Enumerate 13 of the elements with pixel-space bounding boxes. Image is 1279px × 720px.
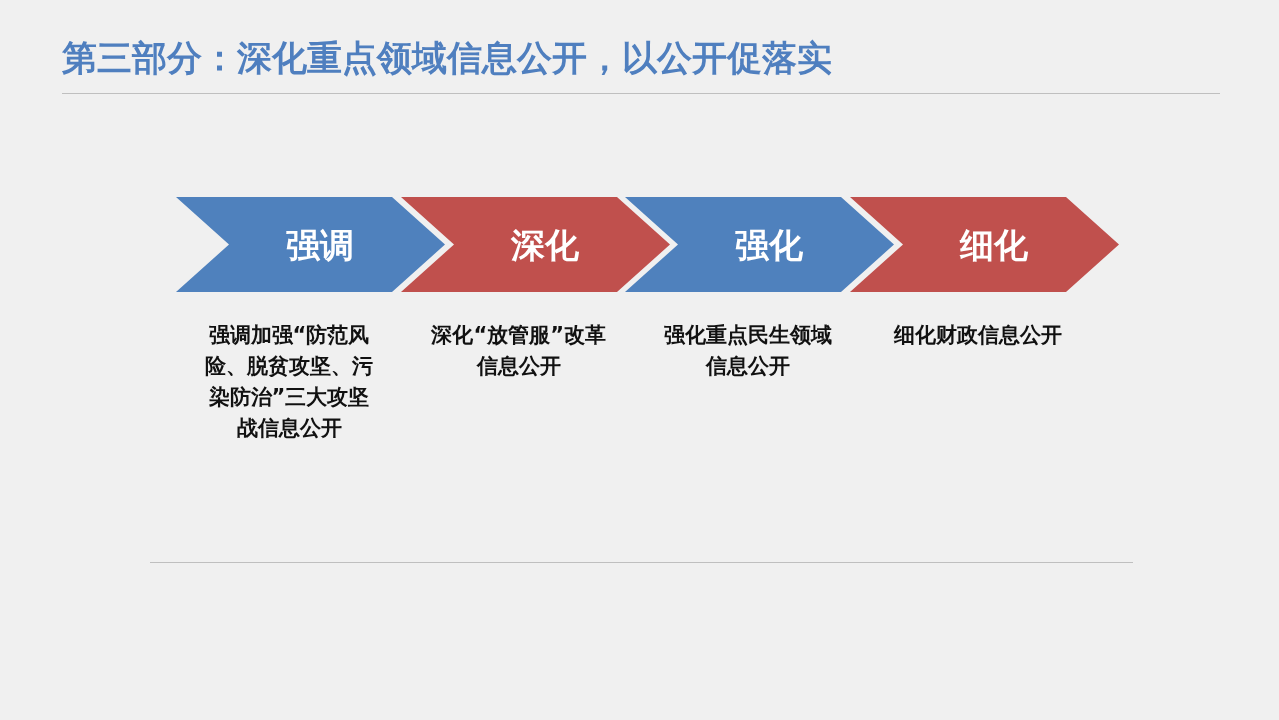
step-label: 强调 [286, 224, 354, 265]
step-description: 深化“放管服”改革信息公开 [430, 322, 607, 380]
step-description: 强调加强“防范风险、脱贫攻坚、污染防治”三大攻坚战信息公开 [204, 322, 374, 442]
step-label: 细化 [959, 224, 1028, 265]
slide-title: 第三部分：深化重点领域信息公开，以公开促落实 [62, 37, 832, 80]
chevron-step [849, 197, 1119, 292]
step-description: 细化财政信息公开 [893, 322, 1064, 349]
chevron-step [176, 197, 445, 292]
chevron-step [400, 197, 670, 292]
step-description: 强化重点民生领域信息公开 [663, 322, 834, 380]
step-label: 深化 [510, 224, 579, 265]
step-label: 强化 [735, 224, 803, 265]
chevron-step [625, 197, 894, 292]
